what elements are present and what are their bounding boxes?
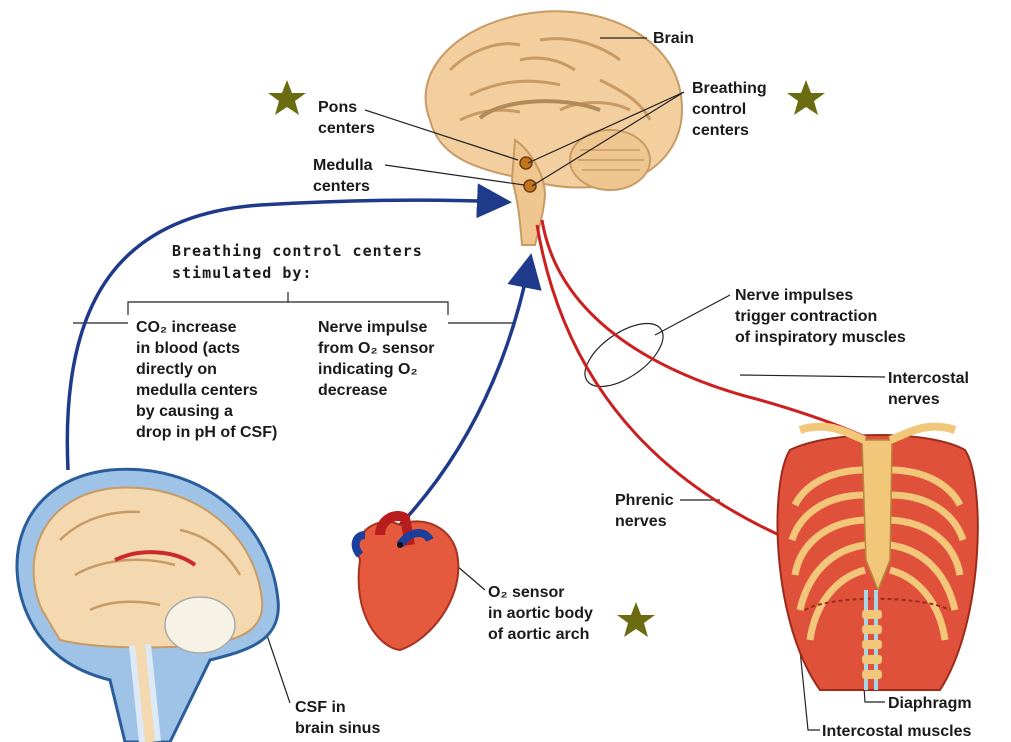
star-icon	[617, 602, 655, 637]
label-phrenic-nerves: Phrenic nerves	[615, 490, 674, 532]
label-pons-centers: Pons centers	[318, 97, 375, 139]
header-stimulated-by: Breathing control centers stimulated by:	[172, 240, 423, 284]
brain-illustration	[426, 11, 682, 245]
label-nerve-impulses-trigger: Nerve impulses trigger contraction of in…	[735, 285, 906, 348]
label-intercostal-nerves: Intercostal nerves	[888, 368, 969, 410]
label-csf-brain-sinus: CSF in brain sinus	[295, 697, 380, 739]
star-icon	[787, 80, 825, 115]
label-diaphragm: Diaphragm	[888, 693, 972, 714]
label-nerve-impulse-o2: Nerve impulse from O₂ sensor indicating …	[318, 317, 434, 401]
rib-cage-illustration	[778, 427, 978, 690]
label-medulla-centers: Medulla centers	[313, 155, 373, 197]
label-brain: Brain	[653, 28, 694, 49]
star-icon	[268, 80, 306, 115]
label-o2-sensor: O₂ sensor in aortic body of aortic arch	[488, 582, 593, 645]
sagittal-brain-illustration	[17, 469, 278, 742]
label-intercostal-muscles: Intercostal muscles	[822, 721, 971, 742]
heart-illustration	[356, 516, 459, 650]
label-co2-increase: CO₂ increase in blood (acts directly on …	[136, 317, 277, 443]
label-breathing-control-centers: Breathing control centers	[692, 78, 767, 141]
